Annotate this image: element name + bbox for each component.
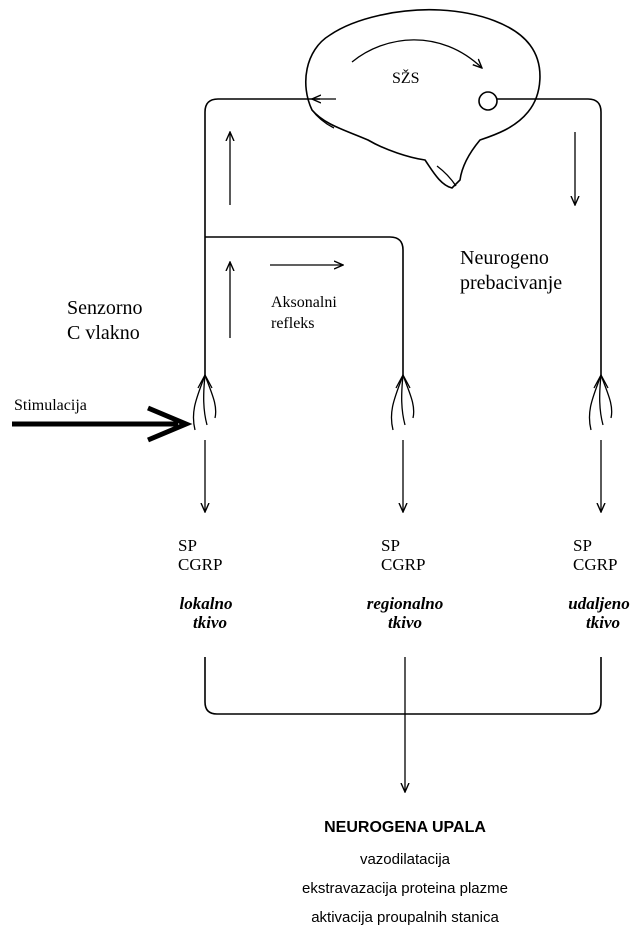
brain-icon (305, 8, 541, 189)
outcome-effect-2: ekstravazacija proteina plazme (302, 880, 508, 897)
outcome-title: NEUROGENA UPALA (324, 819, 486, 836)
axon-reflex-branch-line (205, 236, 404, 375)
mediator-cgrp-local: CGRP (178, 555, 222, 574)
tissue-distant-line2: tkivo (586, 613, 620, 632)
tissue-regional-line2: tkivo (388, 613, 422, 632)
stimulation-arrow (12, 405, 193, 443)
mediator-sp-local: SP (178, 536, 197, 555)
tissue-local-line1: lokalno (180, 594, 233, 613)
brain-label: SŽS (392, 68, 420, 87)
mediator-sp-regional: SP (381, 536, 400, 555)
sensory-fiber-label-line1: Senzorno (67, 297, 143, 319)
nerve-ending-icon-local (192, 373, 217, 431)
stimulation-label: Stimulacija (14, 397, 87, 414)
sensory-fiber-label-line2: C vlakno (67, 322, 140, 344)
nerve-ending-icon-regional (390, 373, 415, 431)
afferent-fiber-line (204, 98, 320, 375)
mediator-cgrp-regional: CGRP (381, 555, 425, 574)
cns-neuron (478, 91, 498, 111)
tissue-distant-line1: udaljeno (568, 594, 629, 613)
converging-bracket (204, 657, 602, 715)
mediator-cgrp-distant: CGRP (573, 555, 617, 574)
nerve-ending-icon-distant (588, 373, 613, 431)
neurogenic-switch-label-line1: Neurogeno (460, 247, 549, 269)
tissue-local-line2: tkivo (193, 613, 227, 632)
outcome-effect-3: aktivacija proupalnih stanica (311, 909, 499, 926)
efferent-fiber-line (497, 98, 602, 375)
outcome-effect-1: vazodilatacija (360, 851, 451, 868)
tissue-regional-line1: regionalno (367, 594, 444, 613)
mediator-sp-distant: SP (573, 536, 592, 555)
axon-reflex-label-line1: Aksonalni (271, 294, 337, 311)
neurogenic-switch-label-line2: prebacivanje (460, 272, 562, 294)
axon-reflex-label-line2: refleks (271, 315, 315, 332)
brain-internal-arrow (351, 39, 482, 68)
